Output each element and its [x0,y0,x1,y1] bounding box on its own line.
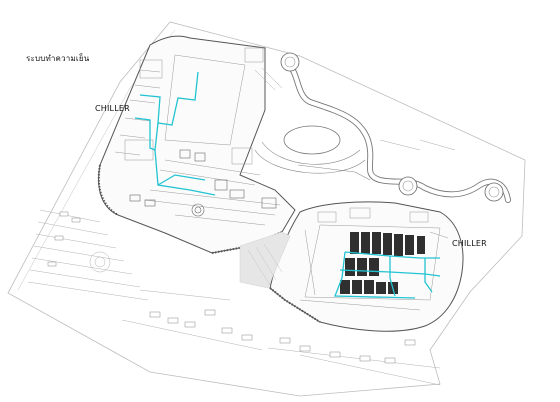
left-building-outline [98,35,296,254]
parking-lots [27,209,441,386]
site-boundary [7,21,526,397]
central-plaza [239,231,291,289]
amphitheatre-circle [283,125,341,155]
left-building-interior [114,47,281,226]
right-building [269,201,464,332]
right-chiller-pipes [334,251,441,299]
chiller-label-left: CHILLER [95,104,130,113]
right-building-interior [299,207,449,311]
chiller-label-right: CHILLER [452,239,487,248]
amphitheatre-area [254,52,511,203]
amphitheatre-path [282,59,511,203]
left-building-details [129,149,277,217]
diagram-title: ระบบทำความเย็น [26,54,90,63]
left-building [97,35,296,254]
left-chiller-pipes [134,71,216,196]
parked-cars [47,211,416,364]
